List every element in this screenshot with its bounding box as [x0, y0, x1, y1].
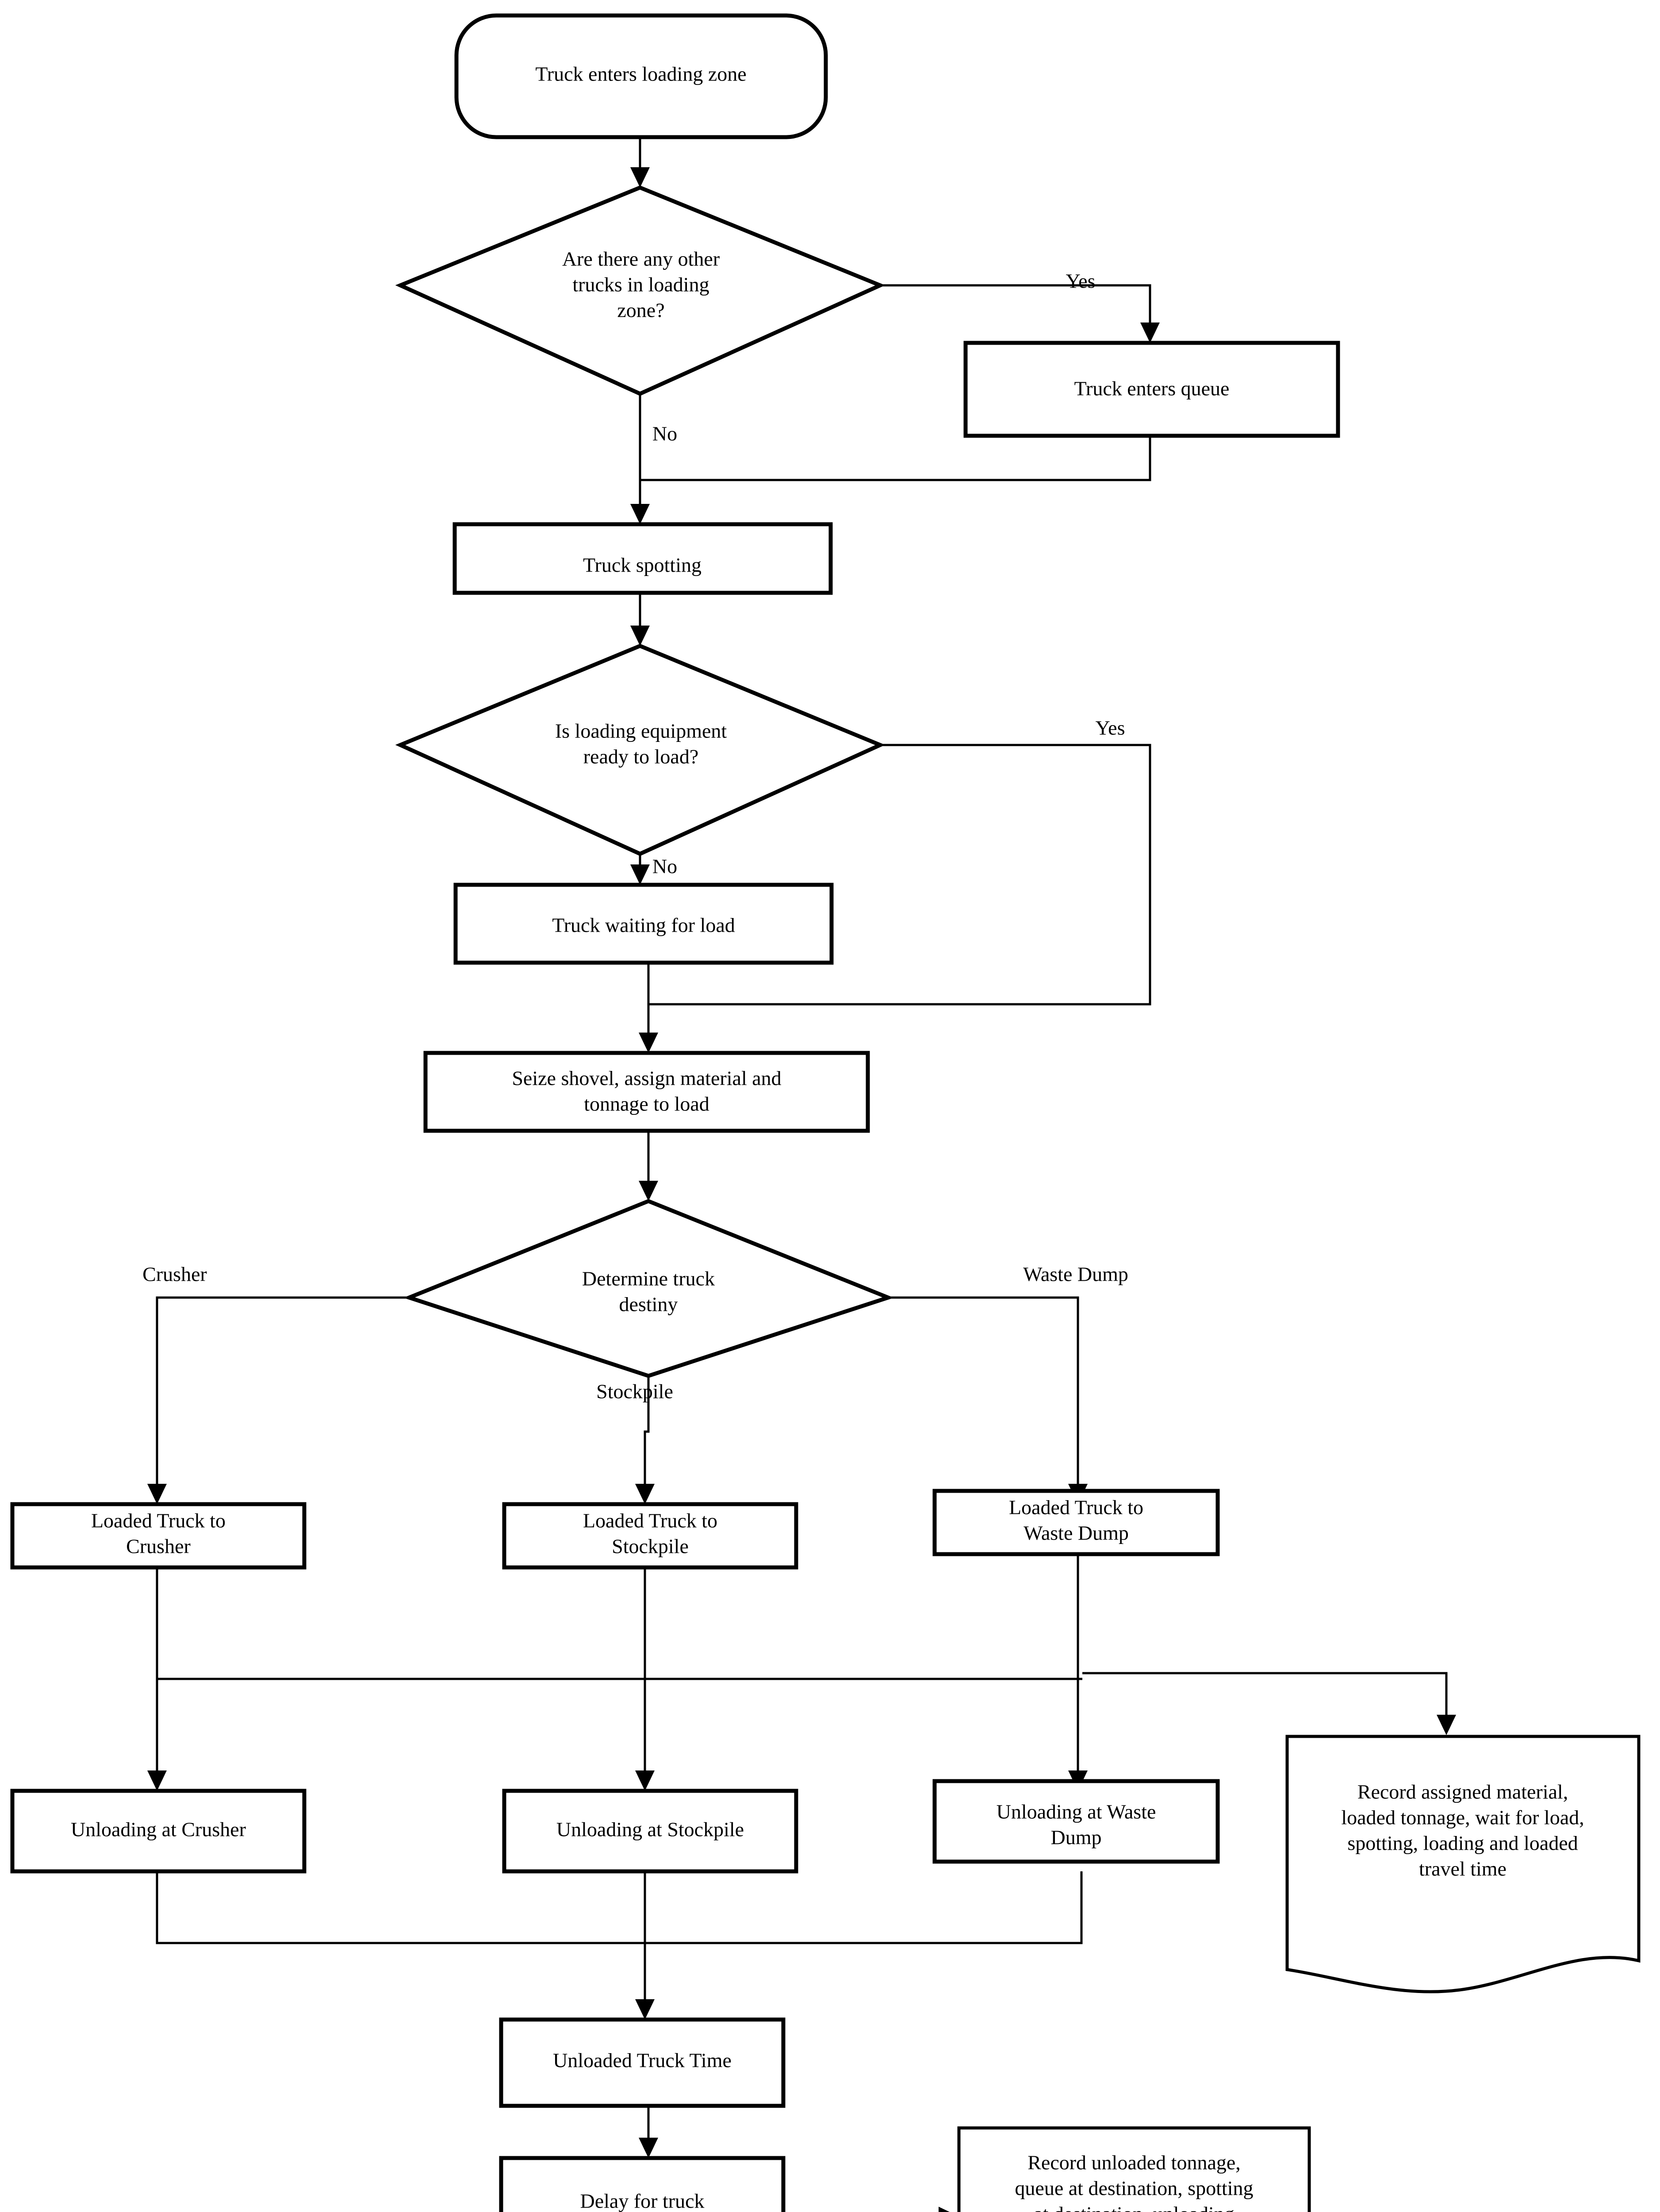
node-loaded-truck-crusher-line2: Crusher [126, 1535, 191, 1558]
node-truck-spotting[interactable]: Truck spotting [452, 522, 833, 595]
edge-equipment-yes [648, 744, 1151, 1006]
edge-destiny-waste-dump [888, 1296, 1088, 1504]
edge-loaded-stockpile-to-unloading [635, 1567, 655, 1791]
edge-start-to-decision-other-trucks [630, 137, 650, 188]
node-decision-destiny-line2: destiny [619, 1293, 678, 1316]
edge-other-trucks-no [630, 394, 650, 524]
node-unloading-stockpile[interactable]: Unloading at Stockpile [502, 1789, 798, 1874]
edge-label-other-trucks-no: No [652, 422, 677, 445]
node-loaded-truck-waste-dump[interactable]: Loaded Truck to Waste Dump [932, 1489, 1220, 1556]
node-truck-spotting-label: Truck spotting [583, 554, 702, 576]
edge-label-other-trucks-yes: Yes [1066, 270, 1096, 292]
node-start[interactable]: Truck enters loading zone [454, 13, 828, 139]
node-decision-equipment-ready-line1: Is loading equipment [555, 720, 727, 742]
edge-seize-to-destiny [639, 1131, 658, 1201]
edge-delay-to-record-unloaded [939, 2207, 950, 2212]
node-record-loaded[interactable]: Record assigned material, loaded tonnage… [1285, 1735, 1641, 1993]
node-loaded-truck-stockpile-line1: Loaded Truck to [583, 1509, 717, 1532]
node-decision-other-trucks[interactable]: Are there any other trucks in loading zo… [395, 185, 886, 396]
node-loaded-truck-waste-dump-line1: Loaded Truck to [1009, 1496, 1143, 1519]
edge-waiting-to-seize [639, 963, 658, 1053]
edge-destiny-stockpile [635, 1376, 655, 1504]
edge-label-equipment-no: No [652, 855, 677, 878]
edge-unloaded-time-to-delay [639, 2106, 658, 2158]
node-start-label: Truck enters loading zone [535, 63, 746, 85]
node-seize-shovel-line1: Seize shovel, assign material and [512, 1067, 781, 1090]
edge-label-destiny-stockpile: Stockpile [596, 1380, 673, 1403]
node-unloading-waste-dump-line1: Unloading at Waste [997, 1801, 1156, 1823]
node-unloading-waste-dump-line2: Dump [1051, 1826, 1102, 1849]
node-loaded-truck-stockpile[interactable]: Loaded Truck to Stockpile [502, 1502, 798, 1570]
node-record-unloaded-line1: Record unloaded tonnage, [1027, 2151, 1241, 2174]
edge-destiny-crusher [147, 1296, 409, 1504]
node-unloaded-truck-time-label: Unloaded Truck Time [553, 2049, 732, 2072]
node-record-loaded-line1: Record assigned material, [1357, 1781, 1568, 1803]
node-loaded-truck-stockpile-line2: Stockpile [612, 1535, 689, 1558]
edge-label-destiny-crusher: Crusher [142, 1263, 207, 1286]
node-record-unloaded-line2: queue at destination, spotting [1015, 2177, 1253, 2200]
node-record-loaded-line2: loaded tonnage, wait for load, [1341, 1806, 1584, 1829]
node-truck-waiting-for-load[interactable]: Truck waiting for load [453, 883, 834, 965]
edge-queue-to-merge [640, 436, 1151, 481]
node-record-unloaded-line3: at destination, unloading [1034, 2203, 1234, 2212]
edge-equipment-no [630, 854, 650, 885]
node-decision-other-trucks-line3: zone? [617, 299, 664, 322]
node-delay-for-truck-label: Delay for truck [580, 2190, 705, 2212]
edge-other-trucks-yes [880, 284, 1160, 343]
node-loaded-truck-crusher-line1: Loaded Truck to [91, 1509, 226, 1532]
node-truck-waiting-for-load-label: Truck waiting for load [552, 914, 735, 937]
node-unloading-waste-dump[interactable]: Unloading at Waste Dump [932, 1779, 1220, 1864]
node-record-loaded-line3: spotting, loading and loaded [1347, 1832, 1578, 1855]
node-decision-other-trucks-line2: trucks in loading [572, 273, 709, 296]
node-decision-other-trucks-line1: Are there any other [562, 248, 720, 270]
edge-loaded-crusher-to-unloading [147, 1567, 167, 1791]
edge-loaded-waste-to-unloading [1068, 1553, 1088, 1791]
node-unloaded-truck-time[interactable]: Unloaded Truck Time [499, 2017, 786, 2108]
node-unloading-crusher[interactable]: Unloading at Crusher [10, 1789, 307, 1874]
node-record-loaded-line4: travel time [1419, 1858, 1507, 1880]
node-unloading-crusher-label: Unloading at Crusher [71, 1818, 246, 1841]
node-decision-equipment-ready[interactable]: Is loading equipment ready to load? [395, 644, 886, 856]
edge-unloading-merge-bus [156, 1871, 1083, 2020]
node-seize-shovel[interactable]: Seize shovel, assign material and tonnag… [423, 1051, 870, 1133]
edge-spotting-to-equipment-decision [630, 593, 650, 646]
edge-label-destiny-waste-dump: Waste Dump [1023, 1263, 1128, 1286]
node-truck-enters-queue-label: Truck enters queue [1074, 377, 1230, 400]
node-delay-for-truck[interactable]: Delay for truck [499, 2156, 786, 2212]
node-seize-shovel-line2: tonnage to load [584, 1093, 709, 1115]
node-record-unloaded[interactable]: Record unloaded tonnage, queue at destin… [957, 2126, 1311, 2212]
edge-label-equipment-yes: Yes [1096, 717, 1125, 739]
node-loaded-truck-crusher[interactable]: Loaded Truck to Crusher [10, 1502, 307, 1570]
node-decision-equipment-ready-line2: ready to load? [583, 745, 699, 768]
node-decision-destiny[interactable]: Determine truck destiny [403, 1199, 894, 1378]
node-loaded-truck-waste-dump-line2: Waste Dump [1024, 1522, 1129, 1544]
edge-record-loaded-bus [157, 1672, 1456, 1735]
node-decision-destiny-line1: Determine truck [582, 1267, 715, 1290]
node-truck-enters-queue[interactable]: Truck enters queue [963, 341, 1340, 438]
node-unloading-stockpile-label: Unloading at Stockpile [556, 1818, 744, 1841]
